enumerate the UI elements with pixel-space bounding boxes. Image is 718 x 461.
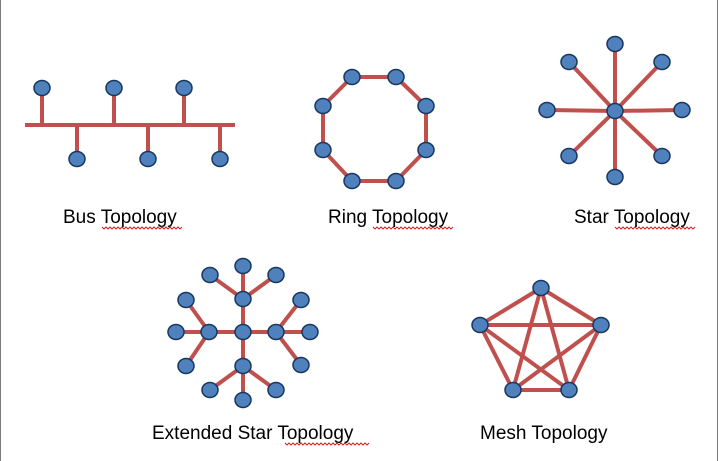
extended-star-leaf-node: [267, 381, 285, 399]
mesh-node: [532, 279, 550, 297]
extended-star-spellcheck-underline: [284, 442, 370, 446]
bus-topology-label: Bus Topology: [63, 207, 177, 228]
bus-spellcheck-underline: [101, 226, 183, 230]
star-spoke-line: [614, 108, 683, 113]
extended-star-topology-label: Extended Star Topology: [152, 423, 354, 444]
star-node: [560, 53, 578, 71]
star-node: [653, 147, 671, 165]
ring-spellcheck-underline: [372, 226, 454, 230]
star-spoke-line: [567, 109, 617, 158]
extended-star-leaf-node: [301, 323, 319, 341]
star-topology: [538, 35, 691, 186]
star-hub-node: [606, 102, 624, 120]
ring-node: [314, 97, 332, 115]
star-spellcheck-underline: [614, 226, 696, 230]
mesh-node: [504, 381, 522, 399]
extended-star-leaf-node: [234, 391, 252, 409]
ring-node: [387, 172, 405, 190]
extended-star-leaf-node: [292, 291, 310, 309]
extended-star-leaf-node: [167, 323, 185, 341]
bus-node: [105, 79, 123, 97]
star-spoke-line: [613, 60, 664, 113]
ring-node: [343, 68, 361, 86]
bus-node: [175, 79, 193, 97]
star-node: [606, 35, 624, 53]
star-node: [538, 101, 556, 119]
star-spoke-line: [546, 108, 616, 113]
extended-star-sub-hub-node: [234, 357, 252, 375]
extended-star-sub-hub-node: [200, 323, 218, 341]
extended-star-leaf-node: [177, 357, 195, 375]
mesh-node: [592, 316, 610, 334]
extended-star-core-node: [234, 323, 252, 341]
mesh-link-line: [478, 324, 515, 391]
ring-node: [417, 97, 435, 115]
extended-star-leaf-node: [177, 291, 195, 309]
mesh-link-line: [511, 323, 603, 392]
star-topology-label: Star Topology: [574, 207, 690, 228]
bus-node: [211, 150, 229, 168]
bus-node: [33, 79, 51, 97]
mesh-topology: [471, 279, 610, 399]
ring-node: [343, 172, 361, 190]
star-node: [673, 101, 691, 119]
mesh-node: [560, 381, 578, 399]
mesh-link-line: [539, 287, 571, 391]
ring-node: [387, 68, 405, 86]
bus-topology: [25, 79, 235, 168]
mesh-link-line: [478, 323, 571, 392]
star-spoke-line: [567, 60, 617, 113]
extended-star-leaf-node: [234, 257, 252, 275]
mesh-link-line: [539, 286, 603, 327]
mesh-link-line: [567, 324, 603, 391]
ring-node: [417, 141, 435, 159]
extended-star-topology: [167, 257, 319, 409]
extended-star-leaf-node: [292, 356, 310, 374]
ring-topology: [314, 68, 435, 190]
ring-topology-label: Ring Topology: [328, 207, 449, 228]
mesh-topology-label: Mesh Topology: [480, 423, 608, 444]
extended-star-leaf-node: [267, 266, 285, 284]
mesh-link-line: [511, 287, 543, 391]
star-node: [653, 53, 671, 71]
extended-star-leaf-node: [201, 266, 219, 284]
bus-node: [68, 150, 86, 168]
mesh-link-line: [478, 286, 543, 327]
extended-star-sub-hub-node: [267, 323, 285, 341]
extended-star-sub-hub-node: [234, 290, 252, 308]
ring-node: [314, 141, 332, 159]
star-node: [606, 168, 624, 186]
bus-node: [139, 150, 157, 168]
mesh-node: [471, 316, 489, 334]
star-spoke-line: [613, 109, 664, 158]
star-node: [560, 147, 578, 165]
extended-star-leaf-node: [201, 381, 219, 399]
